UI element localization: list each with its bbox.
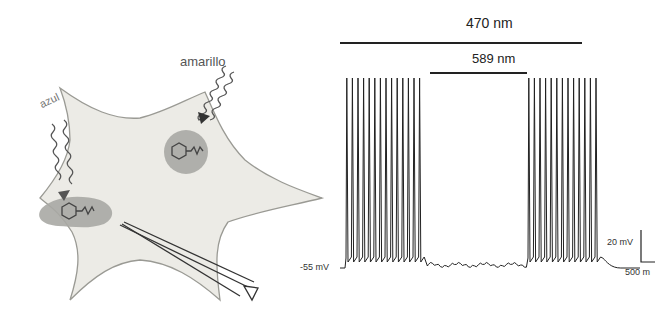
opsin-patch bbox=[164, 130, 208, 174]
text-label: 20 mV bbox=[607, 238, 633, 247]
electrode bbox=[120, 222, 258, 300]
text-label: 470 nm bbox=[466, 16, 513, 30]
arrowhead bbox=[58, 190, 70, 201]
cell-body bbox=[40, 88, 322, 300]
opsin-patch bbox=[39, 197, 112, 228]
text-label: 589 nm bbox=[472, 52, 515, 65]
text-label: -55 mV bbox=[300, 263, 329, 272]
light-arrow bbox=[51, 66, 234, 184]
arrowhead bbox=[198, 112, 210, 124]
text-label: azul bbox=[38, 91, 61, 110]
voltage-trace bbox=[340, 78, 640, 268]
molecule-symbol bbox=[62, 143, 203, 219]
text-label: 500 m bbox=[625, 268, 650, 277]
stimulus-bar bbox=[430, 72, 527, 74]
text-label: amarillo bbox=[180, 55, 226, 68]
scale-bar bbox=[641, 230, 655, 262]
stimulus-bar bbox=[340, 42, 582, 44]
